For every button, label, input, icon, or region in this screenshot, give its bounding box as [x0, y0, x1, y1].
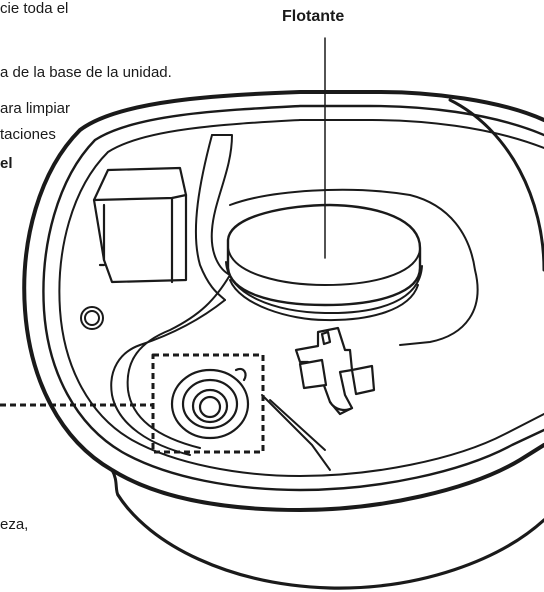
float-callout-label: Flotante: [282, 8, 345, 25]
float-chamber-wall: [229, 188, 479, 346]
float-hinge-switch: [294, 326, 376, 416]
instruction-text-fragment-5: el: [0, 155, 13, 172]
inner-divider-wall: [110, 134, 331, 471]
small-drain-hole: [80, 306, 104, 330]
unit-inner-rim: [42, 104, 544, 492]
instruction-text-fragment-2: a de la base de la unidad.: [0, 64, 172, 81]
float-component: [225, 203, 423, 322]
pump-block-component: [92, 166, 188, 284]
instruction-text-fragment-6: eza,: [0, 516, 29, 533]
base-bottom-lip: [110, 468, 544, 590]
drain-port: [170, 367, 250, 440]
instruction-text-fragment-4: taciones: [0, 126, 56, 143]
unit-outer-rim: [22, 90, 544, 512]
rim-right-curve: [448, 98, 544, 272]
instruction-text-fragment-3: ara limpiar: [0, 100, 71, 117]
instruction-text-fragment-1: cie toda el: [0, 0, 69, 17]
unit-inner-rim-2: [58, 119, 544, 477]
